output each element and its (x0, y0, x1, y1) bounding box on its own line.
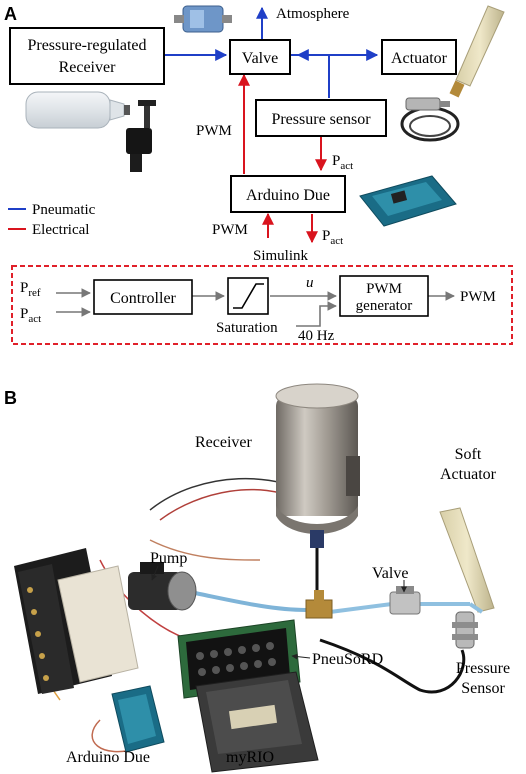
controller-box: Controller (93, 279, 193, 315)
frequency-label: 40 Hz (298, 328, 335, 344)
atmosphere-label: Atmosphere (276, 6, 350, 22)
pneusord-label: PneuSoRD (312, 651, 383, 668)
panel-a: A Pressure-regulated Receiver Valve (4, 4, 513, 345)
p-act-sensor-label: Pact (332, 153, 353, 172)
simulink-label: Simulink (253, 248, 309, 264)
pressure-sensor-box: Pressure sensor (255, 99, 387, 137)
regulator-photo (126, 100, 156, 172)
pressure-sensor-label: Pressure sensor (271, 111, 371, 128)
pump (128, 562, 197, 611)
receiver-label-line1: Pressure-regulated (27, 37, 146, 54)
legend-pneumatic-label: Pneumatic (32, 202, 96, 218)
pneumatic-tubing (189, 590, 484, 614)
receiver-label-line2: Receiver (59, 59, 117, 76)
simulink-dashed-border (11, 265, 513, 345)
pressure-sensor-photo-label-line2: Sensor (461, 680, 505, 697)
panel-a-label: A (4, 4, 17, 24)
pressure-sensor-photo (400, 97, 460, 142)
legend-electrical-label: Electrical (32, 222, 89, 238)
receiver-photo-label: Receiver (195, 434, 253, 451)
pwm-generator-label-line1: PWM (366, 281, 402, 297)
panel-b: B (4, 383, 510, 773)
valve-photo-label: Valve (372, 565, 408, 582)
panel-b-label: B (4, 388, 17, 408)
pwm-generator-box: PWM generator (339, 275, 429, 317)
saturation-block (227, 277, 269, 315)
arduino-label: Arduino Due (246, 187, 330, 204)
pump-label: Pump (150, 550, 187, 567)
solenoid-valve-photo (174, 5, 232, 33)
actuator-box: Actuator (381, 39, 457, 75)
pressure-sensor-hardware (452, 611, 478, 649)
control-flow-lines (56, 288, 455, 327)
bottle-photo (25, 91, 130, 129)
myrio-device (195, 671, 319, 773)
pneumatic-lines (8, 6, 379, 210)
arduino-box: Arduino Due (230, 175, 346, 213)
arduino-due-photo-label: Arduino Due (66, 749, 150, 766)
arduino-due-photo (359, 175, 457, 227)
callout-lines (151, 565, 407, 660)
u-signal-label: u (306, 275, 314, 291)
brass-tee-fitting (305, 590, 333, 619)
saturation-label: Saturation (216, 320, 278, 336)
valve-hardware (389, 586, 421, 615)
receiver-tank (275, 383, 360, 600)
arduino-due-board (111, 685, 165, 753)
pwm-valve-label: PWM (196, 123, 232, 139)
actuator-label: Actuator (391, 50, 448, 67)
p-act-simulink-label: Pact (322, 228, 343, 247)
frequency-arrow (296, 301, 337, 327)
myrio-label: myRIO (226, 749, 274, 766)
actuator-photo (449, 5, 505, 98)
soft-actuator-label-line2: Actuator (440, 466, 497, 483)
electrical-lines (8, 73, 327, 244)
breadboard-assembly (14, 548, 139, 694)
valve-label: Valve (242, 50, 278, 67)
p-ref-label: Pref (20, 280, 41, 299)
p-act-input-label: Pact (20, 306, 41, 325)
pressure-sensor-photo-label-line1: Pressure (456, 660, 510, 677)
valve-box: Valve (229, 39, 291, 75)
pwm-generator-label-line2: generator (356, 298, 413, 314)
pwm-simulink-label: PWM (212, 222, 248, 238)
pwm-output-label: PWM (460, 289, 496, 305)
soft-actuator (439, 507, 495, 613)
controller-label: Controller (110, 290, 176, 307)
receiver-box: Pressure-regulated Receiver (9, 27, 165, 85)
soft-actuator-label-line1: Soft (455, 446, 482, 463)
